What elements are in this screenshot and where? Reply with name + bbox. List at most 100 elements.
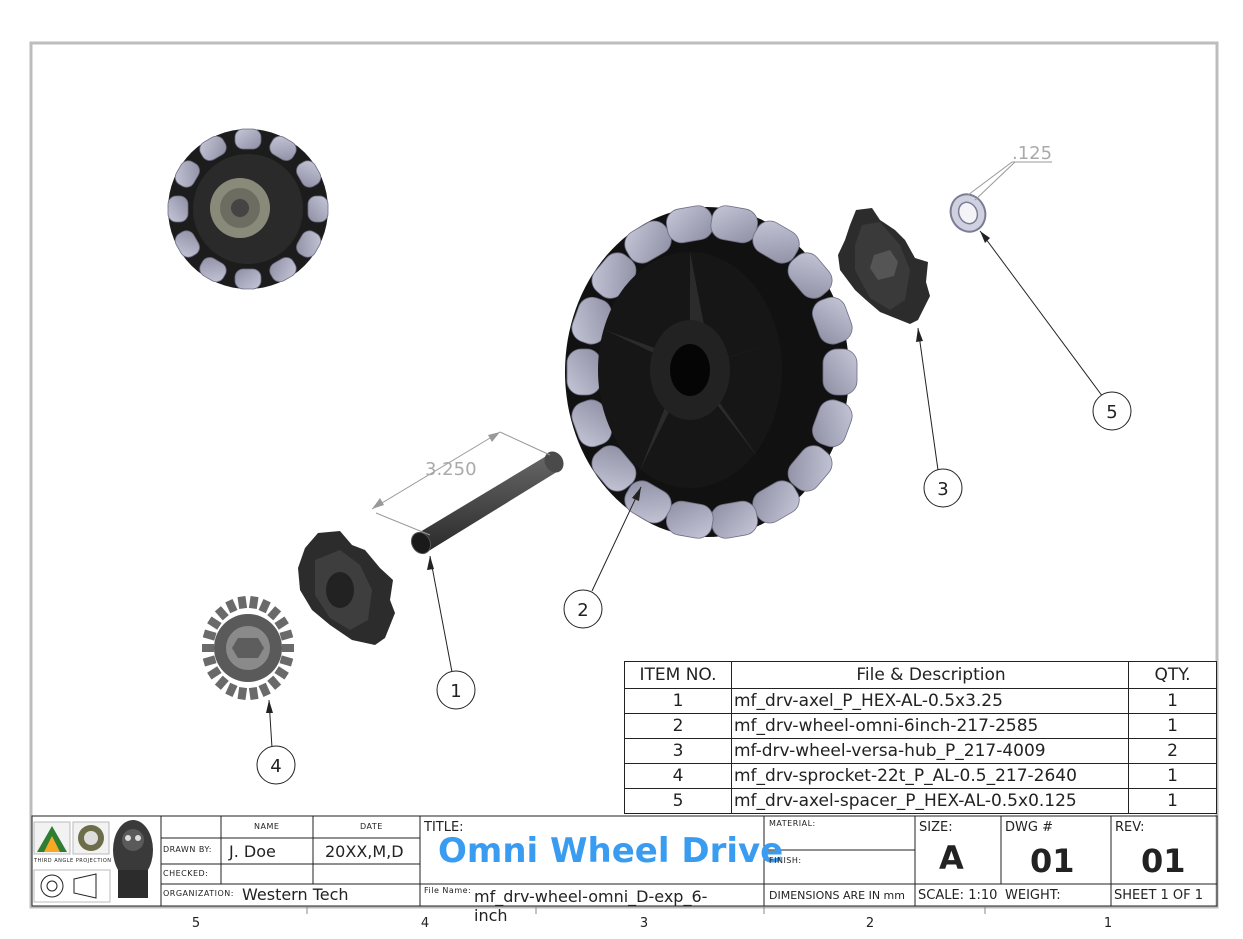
drawn-by-name: J. Doe [229,842,276,861]
sprocket-tooth [214,675,229,690]
dwg-label: DWG # [1005,820,1053,835]
sprocket-tooth [237,687,248,701]
bom-item: 4 [624,763,732,789]
bom-qty: 2 [1128,738,1217,764]
roller [666,500,714,539]
roller [624,480,672,524]
sprocket-tooth [202,644,214,652]
finish-label: FINISH: [769,856,802,865]
bom-item: 2 [624,713,732,739]
material-label: MATERIAL: [769,819,816,828]
roller [591,445,637,492]
roller [812,296,853,345]
projection-symbol [33,869,111,903]
file-name: mf_drv-wheel-omni_D-exp_6-inch [474,887,708,925]
sprocket-part [202,595,294,701]
sprocket-tooth [207,616,222,630]
roller [269,135,297,161]
roller [787,252,833,299]
sprocket-tooth [282,644,294,652]
sprocket-tooth [207,666,222,680]
sprocket-tooth [202,629,217,641]
omni-wheel-part [565,205,858,539]
rev-label: REV: [1115,820,1145,835]
sprocket-tooth [274,616,289,630]
zone-ticks [306,907,986,914]
checked-label: CHECKED: [163,869,209,878]
bom-header-item: ITEM NO. [624,661,732,689]
dimension-spacer [967,161,1052,201]
svg-text:1: 1 [450,681,461,702]
roller [812,399,853,448]
sprocket-tooth [202,655,217,667]
sprocket-tooth [225,599,238,614]
bom-desc: mf_drv-axel-spacer_P_HEX-AL-0.5x0.125 [731,788,1129,814]
bom-desc: mf-drv-wheel-versa-hub_P_217-4009 [731,738,1129,764]
dimension-length-label: 3.250 [425,459,477,480]
sprocket-tooth [279,629,294,641]
drawn-by-label: DRAWN BY: [163,845,212,854]
rev-number: 01 [1141,842,1186,880]
roller [199,257,227,283]
weight-label: WEIGHT: [1005,888,1061,903]
sheet-count: SHEET 1 OF 1 [1114,888,1204,903]
roller [234,128,262,150]
drawn-date: 20XX,M,D [325,842,404,861]
roller [752,220,800,264]
roller [269,257,297,283]
roller [710,205,758,244]
roller [566,348,602,396]
dwg-number: 01 [1030,842,1075,880]
roller [307,195,329,223]
roller [296,230,322,258]
svg-text:2: 2 [577,600,588,621]
bom-item: 3 [624,738,732,764]
roller [167,195,189,223]
versa-hub-part [838,208,930,324]
assembled-wheel-view [167,128,329,290]
sprocket-tooth [237,595,248,609]
svg-text:5: 5 [1106,402,1117,423]
balloon-5: 5 [1092,391,1132,431]
hex-axle-part [410,451,564,555]
sheet-border [29,41,1219,909]
sprocket-tooth [258,599,271,614]
projection-label: THIRD ANGLE PROJECTION [34,858,112,864]
size-label: SIZE: [919,820,953,835]
scale: SCALE: 1:10 [918,888,998,903]
sprocket-tooth [267,606,282,621]
sprocket-tooth [274,666,289,680]
sprocket-tooth [248,687,259,701]
title-block-grid [31,815,1218,907]
leader-arrowheads [266,231,990,713]
roller [174,230,200,258]
bom-desc: mf_drv-wheel-omni-6inch-217-2585 [731,713,1129,739]
file-name-label: File Name: [424,886,472,895]
date-header: DATE [360,822,383,831]
svg-text:1: 1 [1104,916,1112,931]
title-label: TITLE: [424,820,464,835]
balloon-3: 3 [923,468,963,508]
organization-label: ORGANIZATION: [163,889,234,898]
drawing-title: Omni Wheel Drive [438,831,784,871]
bom-qty: 1 [1128,788,1217,814]
organization-name: Western Tech [242,885,349,904]
roller [296,160,322,188]
organization-logos [33,820,153,898]
balloon-2: 2 [563,589,603,629]
bom-header-desc: File & Description [731,661,1129,689]
bom-qty: 1 [1128,713,1217,739]
sprocket-tooth [225,682,238,697]
sprocket-tooth [279,655,294,667]
roller [199,135,227,161]
dimensions-note: DIMENSIONS ARE IN mm [769,889,905,902]
svg-text:4: 4 [270,756,281,777]
balloon-1: 1 [436,670,476,710]
versa-hub-part-2 [298,531,395,645]
svg-text:2: 2 [866,916,874,931]
bom-desc: mf_drv-axel_P_HEX-AL-0.5x3.25 [731,688,1129,714]
sprocket-tooth [267,675,282,690]
